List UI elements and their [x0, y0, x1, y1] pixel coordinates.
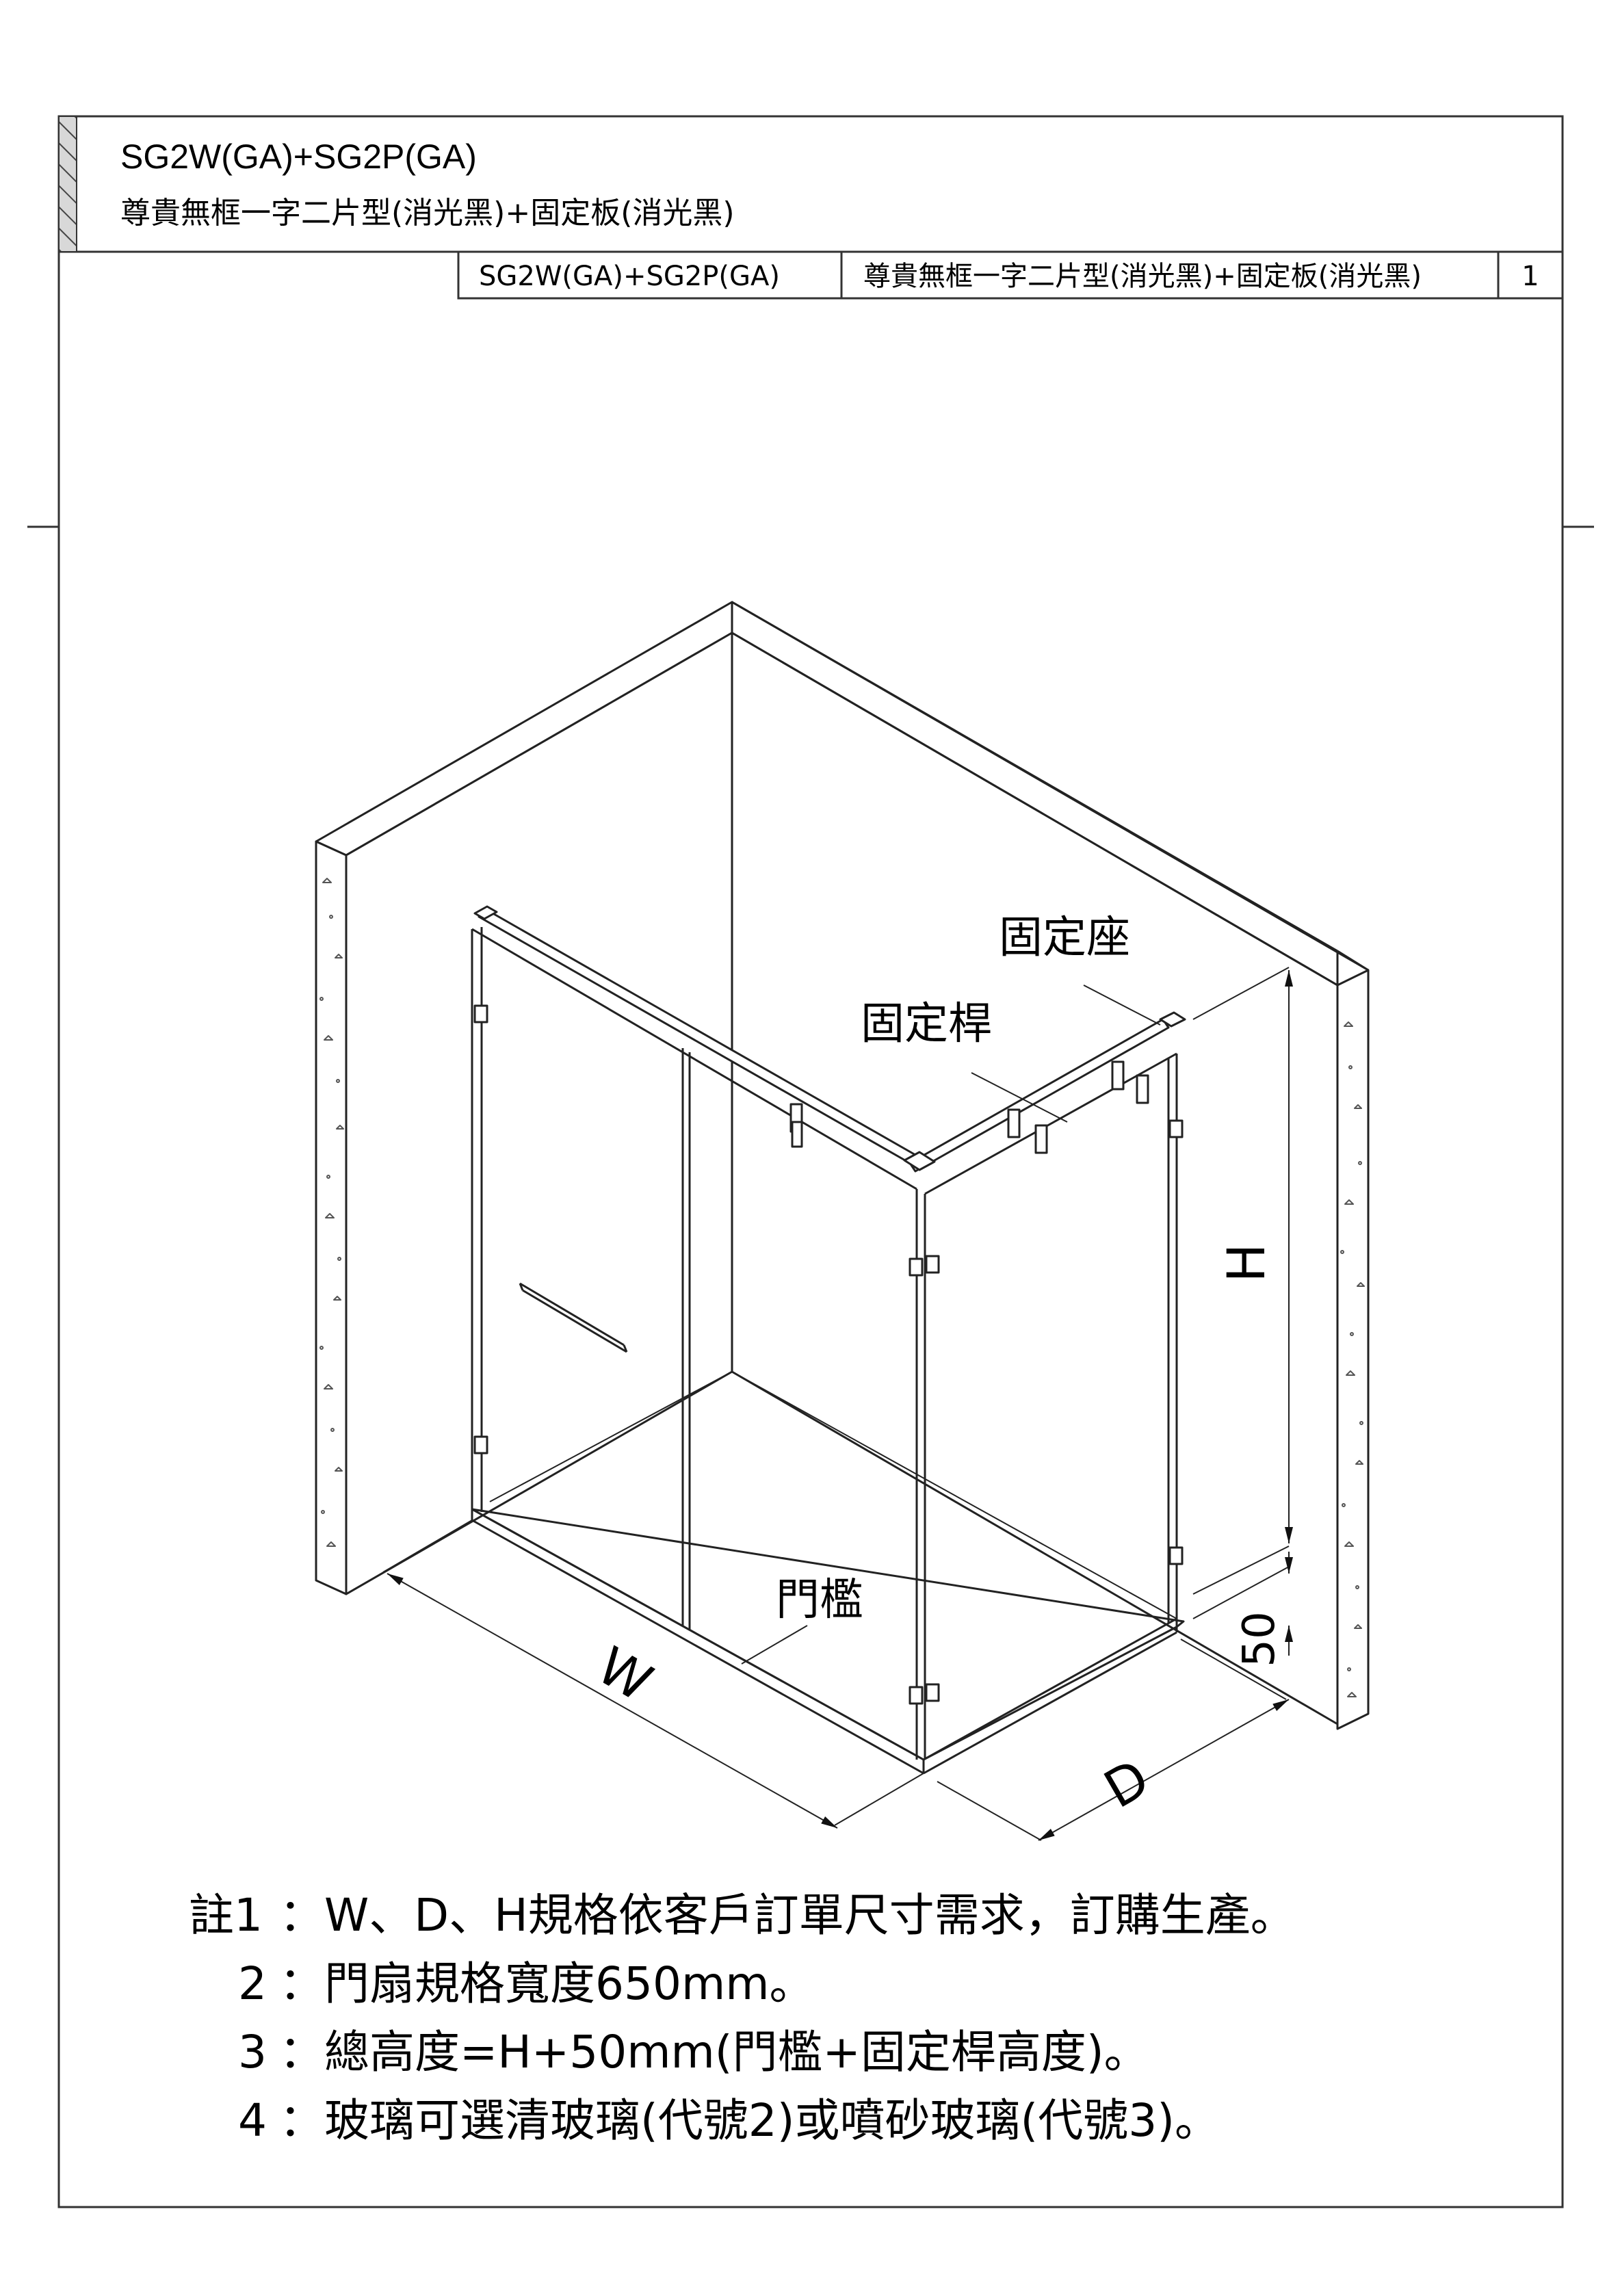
label-fixed-rod: 固定桿 — [861, 999, 992, 1049]
glass-clamps — [473, 1004, 1184, 1705]
header-description: 尊貴無框一字二片型(消光黑)+固定板(消光黑) — [120, 196, 735, 231]
header-model: SG2W(GA)+SG2P(GA) — [120, 138, 477, 176]
dimension-threshold-height-label: 50 — [1234, 1611, 1285, 1667]
dimension-depth — [937, 1639, 1290, 1841]
left-wall — [315, 601, 1369, 1595]
front-glass — [471, 927, 926, 1760]
isometric-drawing — [315, 601, 1370, 1841]
title-block — [457, 250, 1564, 300]
title-block-sheet-number: 1 — [1521, 261, 1539, 292]
fixed-seat-brackets — [789, 1060, 1149, 1154]
note-4-number: 4 — [238, 2094, 267, 2147]
note-1-number: 註1 — [189, 1889, 263, 1942]
label-threshold: 門檻 — [776, 1575, 863, 1626]
label-fixed-seat: 固定座 — [999, 913, 1130, 963]
side-glass — [924, 1052, 1178, 1623]
threshold-base — [471, 1508, 1185, 1775]
right-wall-texture — [1340, 1021, 1365, 1697]
towel-bar-handle — [519, 1282, 628, 1353]
note-4-text: ：玻璃可選清玻璃(代號2)或噴砂玻璃(代號3)。 — [279, 2094, 1220, 2147]
title-block-description: 尊貴無框一字二片型(消光黑)+固定板(消光黑) — [863, 261, 1422, 292]
dimension-threshold-height — [1192, 1552, 1293, 1656]
dimension-height — [1192, 967, 1293, 1595]
notes: 註1 ：W、D、H規格依客戶訂單尺寸需求，訂購生產。 2 ：門扇規格寬度650m… — [189, 1889, 1296, 2147]
dimension-width — [382, 1519, 924, 1829]
note-3-text: ：總高度=H+50mm(門檻+固定桿高度)。 — [279, 2026, 1149, 2078]
note-2-text: ：門扇規格寬度650mm。 — [279, 1957, 815, 2010]
dimension-height-label: H — [1216, 1243, 1277, 1282]
note-2-number: 2 — [238, 1957, 267, 2010]
dimension-depth-label: D — [1094, 1747, 1159, 1820]
left-wall-texture — [319, 878, 344, 1547]
hatched-margin-strip — [58, 116, 77, 252]
note-3-number: 3 — [238, 2026, 267, 2078]
title-block-model: SG2W(GA)+SG2P(GA) — [479, 261, 780, 292]
note-1-text: ：W、D、H規格依客戶訂單尺寸需求，訂購生產。 — [279, 1889, 1296, 1942]
fixed-rod — [473, 905, 1186, 1173]
dimension-width-label: W — [587, 1635, 662, 1714]
floor-lines — [489, 1371, 1177, 1619]
right-wall — [731, 601, 1370, 1730]
